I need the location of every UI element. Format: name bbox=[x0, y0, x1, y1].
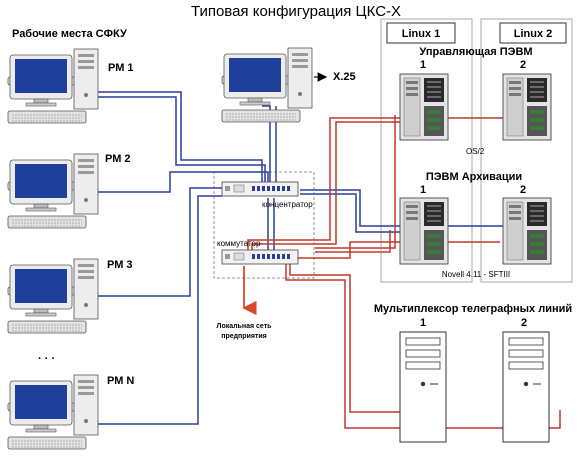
linux1-label: Linux 1 bbox=[402, 28, 441, 40]
concentrator-label: концентратор bbox=[262, 200, 313, 209]
control-unit-1-number: 1 bbox=[420, 59, 426, 71]
workstation-label-rm1: РМ 1 bbox=[108, 62, 134, 74]
workstation-rmn bbox=[7, 374, 99, 450]
archive-label: ПЭВМ Архивации bbox=[426, 171, 522, 183]
lan-label-line2: предприятия bbox=[221, 333, 267, 340]
control-server-2 bbox=[502, 73, 552, 141]
workstation-rm3 bbox=[7, 258, 99, 334]
workstation-label-rm3: РМ 3 bbox=[107, 259, 133, 271]
archive-unit-2-number: 2 bbox=[520, 184, 526, 196]
switch-box bbox=[221, 249, 299, 265]
archive-unit-1-number: 1 bbox=[420, 184, 426, 196]
control-server-1 bbox=[399, 73, 449, 141]
workstations-label: Рабочие места СФКУ bbox=[12, 28, 127, 40]
workstation-ellipsis: · · · bbox=[38, 353, 55, 365]
lan-label-line1: Локальная сеть bbox=[217, 323, 273, 330]
workstation-label-rm2: РМ 2 bbox=[105, 153, 131, 165]
multiplexer-1 bbox=[399, 331, 447, 443]
x25-label: X.25 bbox=[333, 71, 356, 83]
os2-label: OS/2 bbox=[466, 147, 485, 156]
multiplexer-label: Мультиплексор телеграфных линий bbox=[374, 303, 572, 315]
workstation-rm2 bbox=[7, 153, 99, 229]
linux1-label-box bbox=[386, 22, 456, 44]
linux2-label: Linux 2 bbox=[514, 28, 553, 40]
multiplexer-2 bbox=[502, 331, 550, 443]
linux2-label-box bbox=[499, 22, 567, 44]
red-links bbox=[247, 115, 561, 429]
workstation-rm1 bbox=[7, 48, 99, 124]
linux1-frame bbox=[380, 18, 473, 283]
diagram-title: Типовая конфигурация ЦКС-Х bbox=[191, 3, 401, 20]
archive-server-1 bbox=[399, 197, 449, 265]
archive-server-2 bbox=[502, 197, 552, 265]
multiplexer-unit-1-number: 1 bbox=[420, 317, 426, 329]
linux2-frame bbox=[480, 18, 573, 283]
switch-label: коммутатор bbox=[217, 239, 261, 248]
workstation-label-rmn: РМ N bbox=[107, 375, 134, 387]
concentrator-box bbox=[221, 181, 299, 197]
novell-label: Novell 4.11 - SFTIII bbox=[442, 270, 510, 279]
workstation-x25 bbox=[221, 47, 313, 123]
control-label: Управляющая ПЭВМ bbox=[419, 46, 532, 58]
multiplexer-unit-2-number: 2 bbox=[521, 317, 527, 329]
control-unit-2-number: 2 bbox=[520, 59, 526, 71]
